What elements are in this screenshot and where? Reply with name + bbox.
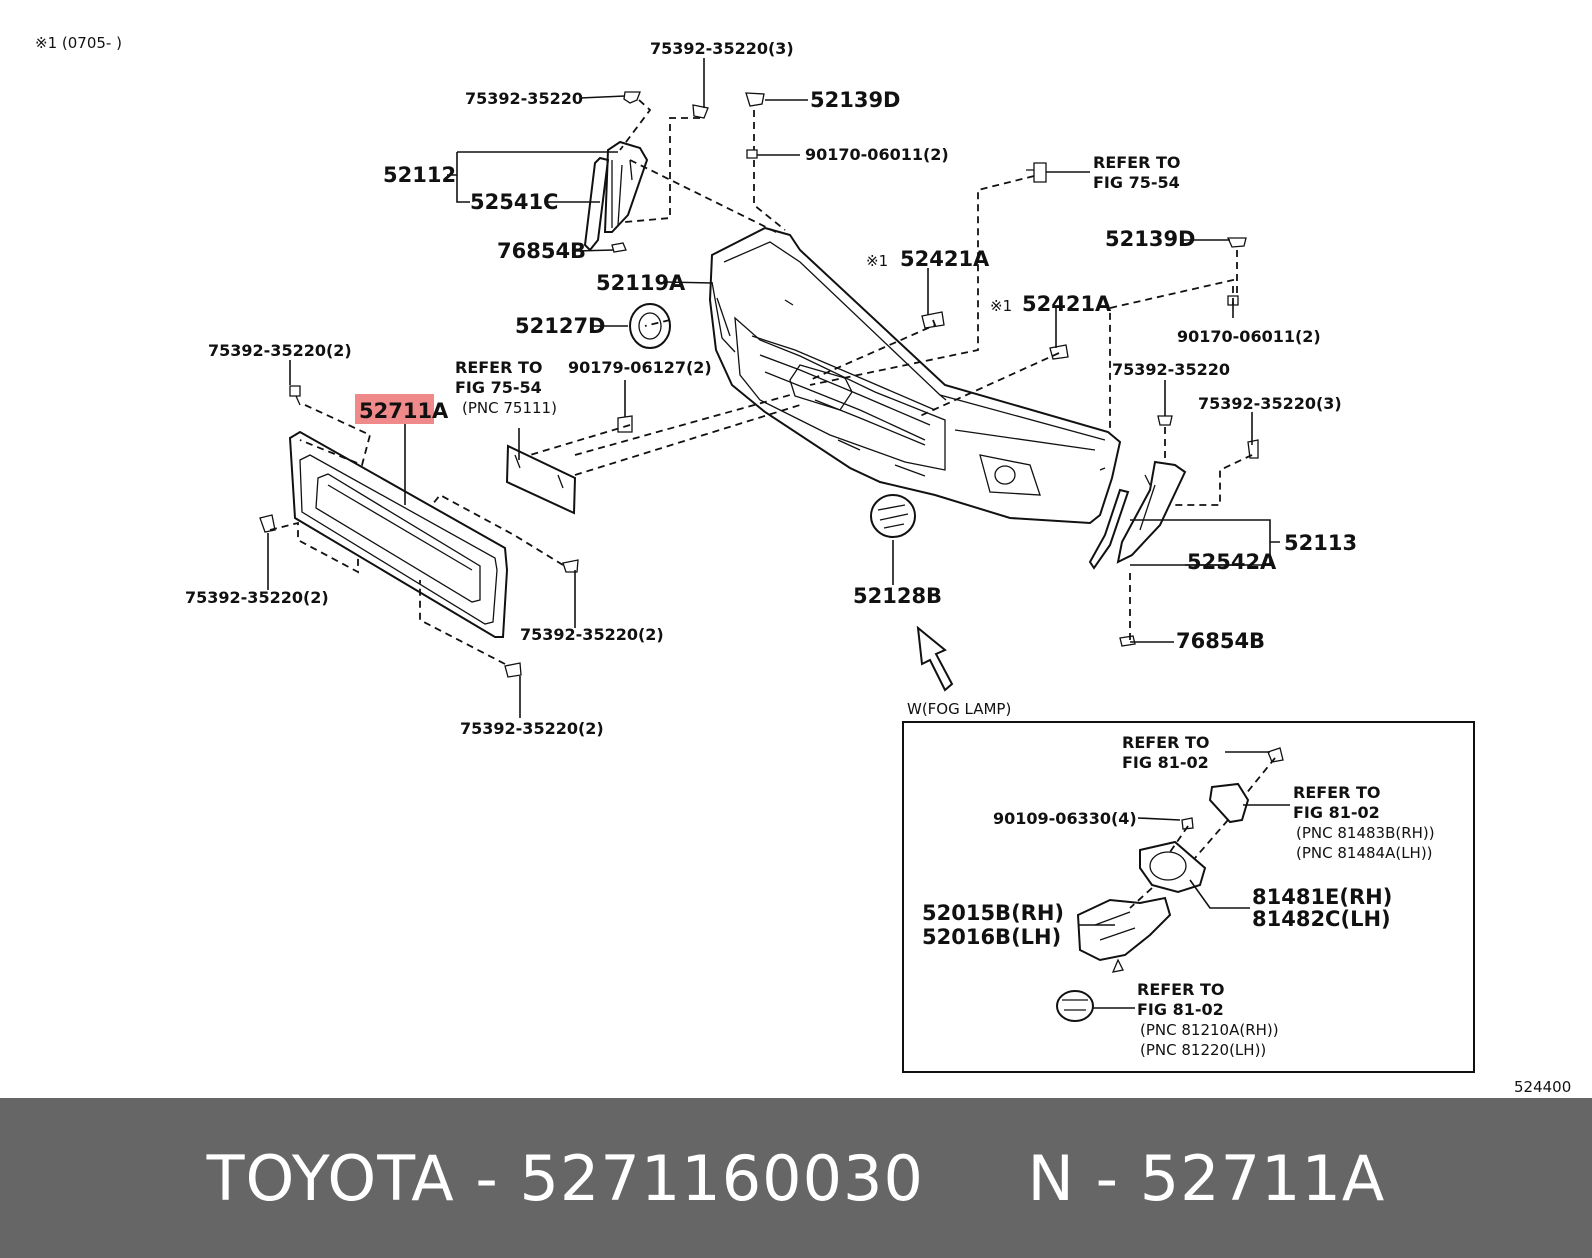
- bumper-side-right-52113[interactable]: [1088, 460, 1187, 647]
- label-52113[interactable]: 52113: [1284, 531, 1357, 555]
- label-52541c[interactable]: 52541C: [470, 190, 558, 214]
- label-fog-refer3-2[interactable]: FIG 81-02: [1137, 1000, 1224, 1019]
- label-90170-06011-2-top[interactable]: 90170-06011(2): [805, 145, 949, 164]
- label-fog-refer2-3[interactable]: (PNC 81483B(RH)): [1296, 824, 1435, 842]
- label-52421a-1-mark: ※1: [866, 252, 888, 270]
- label-52542a[interactable]: 52542A: [1187, 550, 1277, 574]
- label-76854b-bottom[interactable]: 76854B: [1176, 629, 1265, 653]
- label-52139d-right[interactable]: 52139D: [1105, 227, 1196, 251]
- label-81482c[interactable]: 81482C(LH): [1252, 907, 1391, 931]
- label-52127d[interactable]: 52127D: [515, 314, 606, 338]
- highlight-52711a: [355, 394, 434, 424]
- fog-cover-52128b[interactable]: [870, 494, 916, 538]
- label-fog-refer3-1[interactable]: REFER TO: [1137, 980, 1225, 999]
- label-52119a[interactable]: 52119A: [596, 271, 686, 295]
- label-75392-35220-3-top[interactable]: 75392-35220(3): [650, 39, 794, 58]
- front-grille-52711a[interactable]: [288, 430, 509, 638]
- fog-lamp-parts[interactable]: [1056, 747, 1284, 1022]
- label-75392-35220-2-bottom[interactable]: 75392-35220(2): [460, 719, 604, 738]
- label-fog-refer3-3[interactable]: (PNC 81210A(RH)): [1140, 1021, 1279, 1039]
- fog-lamp-box: [902, 721, 1475, 1073]
- label-fog-refer2-4[interactable]: (PNC 81484A(LH)): [1296, 844, 1433, 862]
- label-76854b-top[interactable]: 76854B: [497, 239, 586, 263]
- label-refer-fig7554-left-2[interactable]: FIG 75-54: [455, 378, 542, 397]
- label-fog-refer1-1[interactable]: REFER TO: [1122, 733, 1210, 752]
- footer-separator-2: -: [1074, 1141, 1140, 1215]
- label-refer-fig7554-top-1[interactable]: REFER TO: [1093, 153, 1181, 172]
- label-75392-35220-2-left[interactable]: 75392-35220(2): [208, 341, 352, 360]
- figure-number: 524400: [1514, 1078, 1571, 1096]
- label-75392-35220-3-right[interactable]: 75392-35220(3): [1198, 394, 1342, 413]
- label-52016b[interactable]: 52016B(LH): [922, 925, 1061, 949]
- footer-bar: TOYOTA - 5271160030 N - 52711A: [0, 1098, 1592, 1258]
- label-75392-35220-a[interactable]: 75392-35220: [465, 89, 583, 108]
- fog-lamp-title: W(FOG LAMP): [907, 700, 1011, 718]
- label-fog-refer2-2[interactable]: FIG 81-02: [1293, 803, 1380, 822]
- footer-ref: 52711A: [1139, 1141, 1386, 1215]
- cover-52127d[interactable]: [629, 303, 671, 349]
- label-fog-refer1-2[interactable]: FIG 81-02: [1122, 753, 1209, 772]
- front-bumper-52119a[interactable]: [708, 226, 1122, 525]
- label-81481e[interactable]: 81481E(RH): [1252, 885, 1392, 909]
- label-52128b[interactable]: 52128B: [853, 584, 942, 608]
- footer-brand: TOYOTA: [206, 1141, 455, 1215]
- label-52112[interactable]: 52112: [383, 163, 456, 187]
- label-refer-fig7554-left-3[interactable]: (PNC 75111): [462, 399, 557, 417]
- license-plate-bracket[interactable]: [505, 444, 577, 515]
- label-75392-35220-2-br[interactable]: 75392-35220(2): [520, 625, 664, 644]
- dashed-connectors: [269, 99, 1276, 909]
- footer-gap: [924, 1142, 1028, 1215]
- label-90179-06127-2[interactable]: 90179-06127(2): [568, 358, 712, 377]
- footer-separator-1: -: [454, 1141, 520, 1215]
- leader-lines: [267, 58, 1290, 1009]
- label-refer-fig7554-left-1[interactable]: REFER TO: [455, 358, 543, 377]
- note-top: ※1 (0705- ): [35, 34, 122, 52]
- label-52421a-1[interactable]: 52421A: [900, 247, 990, 271]
- footer-n-label: N: [1027, 1141, 1075, 1215]
- arrow-fog-lamp: [916, 625, 954, 692]
- label-52421a-2[interactable]: 52421A: [1022, 292, 1112, 316]
- label-fog-refer2-1[interactable]: REFER TO: [1293, 783, 1381, 802]
- label-90170-06011-2-right[interactable]: 90170-06011(2): [1177, 327, 1321, 346]
- label-75392-35220-right[interactable]: 75392-35220: [1112, 360, 1230, 379]
- label-52421a-2-mark: ※1: [990, 297, 1012, 315]
- bumper-side-left-52112[interactable]: [583, 140, 649, 253]
- label-52139d-top[interactable]: 52139D: [810, 88, 901, 112]
- label-90109-06330-4[interactable]: 90109-06330(4): [993, 809, 1137, 828]
- parts-diagram: ※1 (0705- ) 75392-35220(3) 75392-35220 5…: [35, 34, 1571, 1096]
- label-75392-35220-2-bl[interactable]: 75392-35220(2): [185, 588, 329, 607]
- label-52711a[interactable]: 52711A: [359, 399, 449, 423]
- label-52015b[interactable]: 52015B(RH): [922, 901, 1064, 925]
- footer-part-number: 5271160030: [519, 1141, 924, 1215]
- label-fog-refer3-4[interactable]: (PNC 81220(LH)): [1140, 1041, 1266, 1059]
- label-refer-fig7554-top-2[interactable]: FIG 75-54: [1093, 173, 1180, 192]
- fasteners: [259, 91, 1259, 678]
